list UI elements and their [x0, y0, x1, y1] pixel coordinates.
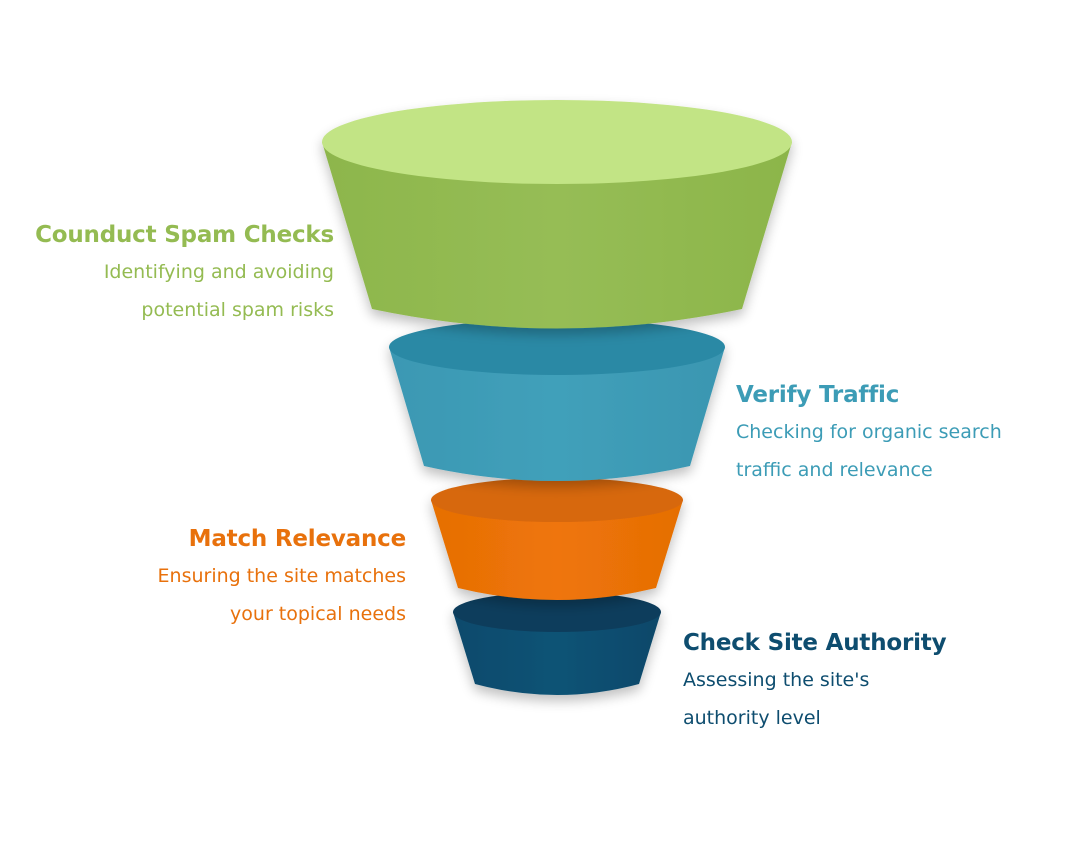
stage-label-verify-traffic: Verify Traffic Checking for organic sear…	[736, 380, 1002, 489]
stage-description: Ensuring the site matches your topical n…	[158, 557, 406, 633]
stage-description-line: your topical needs	[230, 603, 406, 625]
stage-description-line: Assessing the site's	[683, 669, 870, 691]
stage-label-match-relevance: Match Relevance Ensuring the site matche…	[158, 524, 407, 633]
funnel-segment-2	[389, 319, 725, 481]
funnel-segment-4	[453, 592, 661, 695]
stage-description-line: traffic and relevance	[736, 459, 933, 481]
stage-description-line: Identifying and avoiding	[103, 261, 334, 283]
stage-title: Verify Traffic	[736, 382, 900, 408]
stage-description: Assessing the site's authority level	[683, 661, 946, 737]
stage-title: Counduct Spam Checks	[35, 222, 334, 248]
stage-description: Checking for organic search traffic and …	[736, 413, 1002, 489]
stage-description-line: authority level	[683, 707, 821, 729]
stage-description-line: potential spam risks	[141, 299, 334, 321]
stage-description-line: Checking for organic search	[736, 421, 1002, 443]
stage-title: Check Site Authority	[683, 630, 947, 656]
funnel-segment-3	[431, 478, 683, 600]
stage-description: Identifying and avoiding potential spam …	[35, 253, 334, 329]
stage-title: Match Relevance	[188, 526, 407, 552]
stage-description-line: Ensuring the site matches	[157, 565, 406, 587]
stage-label-spam-checks: Counduct Spam Checks Identifying and avo…	[35, 220, 334, 329]
stage-label-site-authority: Check Site Authority Assessing the site'…	[683, 628, 947, 737]
funnel-segment-1	[322, 100, 792, 329]
